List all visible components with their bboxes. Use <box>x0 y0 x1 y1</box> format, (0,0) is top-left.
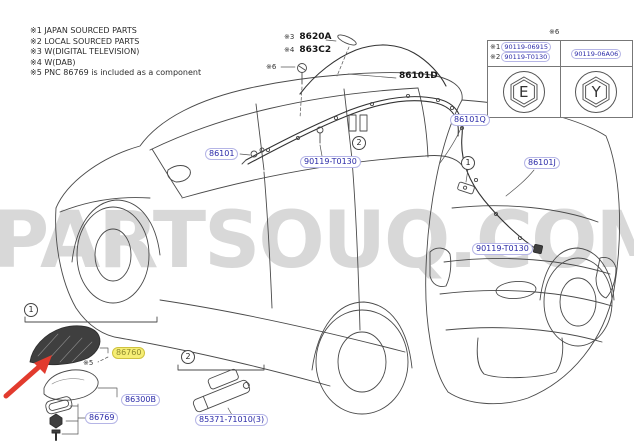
roof-connector-drawing <box>457 181 475 195</box>
part-8620A: 8620A <box>299 32 332 42</box>
nut-letter-y: Y <box>591 83 601 101</box>
part-86101Q[interactable]: 86101Q <box>450 114 490 126</box>
note-6-table: ※6 <box>549 28 560 36</box>
note-6-screw: ※6 <box>266 63 277 71</box>
shark-fin-antenna-drawing <box>29 325 101 366</box>
antenna-cord-drawing <box>241 44 539 251</box>
antenna-gasket-drawing <box>45 396 73 415</box>
leader-lines <box>239 73 535 197</box>
legend: ※1 JAPAN SOURCED PARTS ※2 LOCAL SOURCED … <box>30 26 201 79</box>
legend-line: ※3 W(DIGITAL TELEVISION) <box>30 47 140 56</box>
legend-line: ※1 JAPAN SOURCED PARTS <box>30 26 137 35</box>
marker-1-roof: 1 <box>461 156 475 170</box>
roof-screw-drawing <box>280 63 307 119</box>
antenna-base-drawing <box>43 369 99 401</box>
part-86300B[interactable]: 86300B <box>121 394 160 406</box>
roof-bolt-drawing <box>316 126 324 157</box>
nut-table-header-y: 90119-06A06 <box>560 41 632 67</box>
note-3: ※3 <box>284 33 295 41</box>
callout-antenna-rod: ※3 8620A ※4 863C2 <box>284 29 331 55</box>
part-90119-T0130-roof[interactable]: 90119-T0130 <box>300 156 361 168</box>
part-86769[interactable]: 86769 <box>85 412 119 424</box>
nozzle-group-drawing <box>177 364 265 416</box>
marker-1-group: 1 <box>24 303 38 317</box>
antenna-group-drawing <box>3 316 158 441</box>
nut-letter-e: E <box>519 83 529 101</box>
part-90119-06915[interactable]: 90119-06915 <box>501 42 552 52</box>
legend-line: ※2 LOCAL SOURCED PARTS <box>30 36 140 46</box>
antenna-rod-drawing <box>325 34 357 77</box>
nut-table: ※1 90119-06915 ※2 90119-T0130 circle,pat… <box>487 40 633 118</box>
nut-symbol-e: circle,path{fill:none;stroke:#555;stroke… <box>501 69 547 115</box>
note-4: ※4 <box>284 46 295 54</box>
marker-2-group: 2 <box>181 350 195 364</box>
legend-line: ※4 W(DAB) <box>30 57 76 67</box>
part-863C2: 863C2 <box>299 45 332 55</box>
nut-table-header-e: ※1 90119-06915 ※2 90119-T0130 <box>488 41 560 67</box>
nut-symbol-y: circle,path{fill:none;stroke:#555;stroke… <box>573 69 619 115</box>
nut-table-col-e: ※1 90119-06915 ※2 90119-T0130 circle,pat… <box>488 41 561 117</box>
part-86760-highlighted[interactable]: 86760 <box>112 347 146 359</box>
part-90119-T0130-rear[interactable]: 90119-T0130 <box>472 243 533 255</box>
partsouq-watermark: PARTSOUQ.COM <box>0 196 634 286</box>
part-85371-71010[interactable]: 85371-71010(3) <box>195 414 269 426</box>
marker-2-roof: 2 <box>352 136 366 150</box>
part-86101D: 86101D <box>399 71 438 81</box>
vehicle-outline-drawing <box>55 72 621 415</box>
note-1: ※1 <box>490 43 501 51</box>
red-arrow <box>34 355 52 374</box>
part-90119-06A06[interactable]: 90119-06A06 <box>571 48 622 59</box>
note-2: ※2 <box>490 53 501 61</box>
part-86101[interactable]: 86101 <box>205 148 239 160</box>
part-86101J[interactable]: 86101J <box>524 157 560 169</box>
part-90119-T0130-table[interactable]: 90119-T0130 <box>501 52 551 62</box>
nut-table-col-y: 90119-06A06 circle,path{fill:none;stroke… <box>560 41 632 117</box>
note-5-group: ※5 <box>83 359 94 367</box>
antenna-nut-drawing <box>49 413 63 429</box>
legend-line: ※5 PNC 86769 is included as a component <box>30 68 202 77</box>
